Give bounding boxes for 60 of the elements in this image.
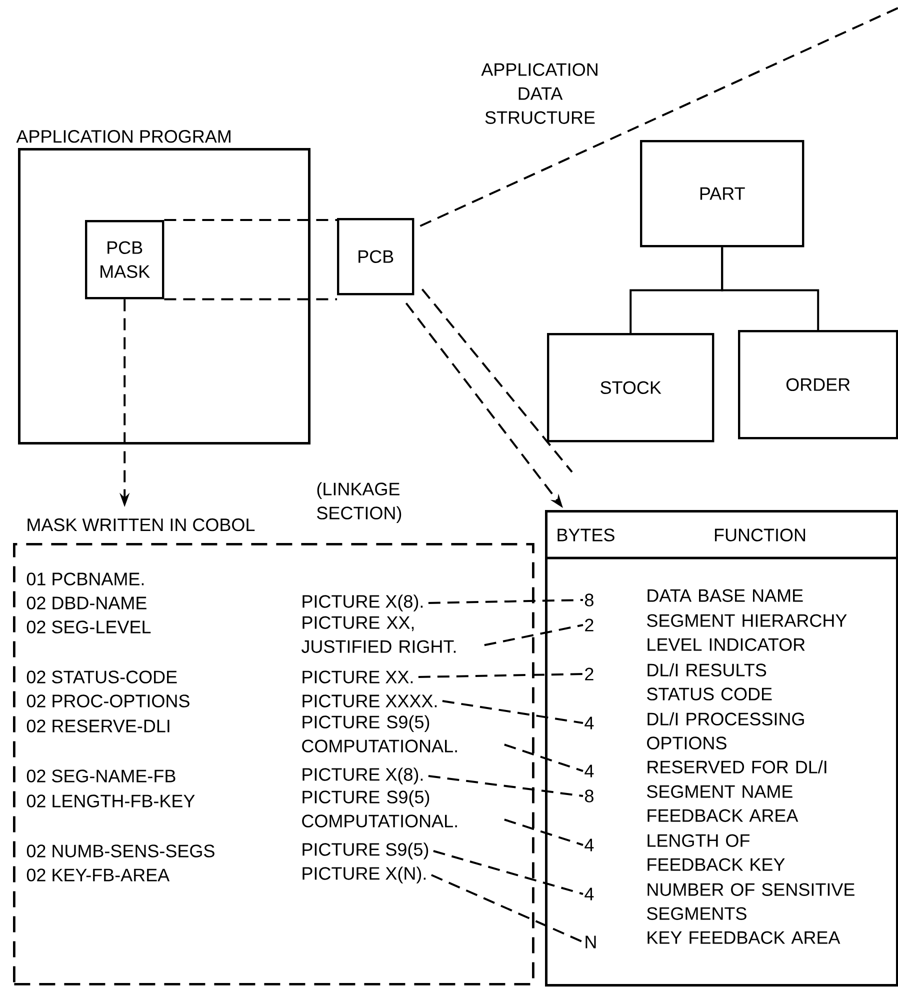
- dashed-connector: [428, 775, 584, 797]
- function-description: DATA BASE NAME: [648, 589, 803, 602]
- field-name: 02 LENGTH-FB-KEY: [26, 794, 195, 808]
- dashed-connector: [431, 874, 584, 943]
- function-description: KEY FEEDBACK AREA: [648, 931, 840, 944]
- node-label: MASK WRITTEN IN COBOL: [28, 518, 255, 532]
- segment-box: PART: [640, 140, 804, 248]
- picture-clause: PICTURE X(8).: [302, 768, 423, 784]
- byte-count: 4: [584, 716, 594, 730]
- dashed-connector: [164, 298, 337, 300]
- picture-clause: PICTURE X(N).: [302, 866, 426, 884]
- byte-count: 4: [584, 764, 594, 778]
- picture-clause: PICTURE XXXX.: [302, 694, 437, 708]
- dashed-connector: [504, 818, 584, 846]
- dashed-connector: [442, 700, 584, 724]
- node-label: APPLICATION PROGRAM: [16, 130, 230, 143]
- field-name: 02 SEG-LEVEL: [26, 620, 151, 634]
- segment-box: STOCK: [547, 333, 714, 442]
- picture-clause: PICTURE S9(5) COMPUTATIONAL.: [302, 715, 457, 752]
- byte-count: N: [586, 936, 596, 948]
- byte-count: 4: [584, 838, 594, 852]
- pcb-box: PCB: [337, 218, 414, 296]
- function-description: DL/I PROCESSING OPTIONS: [647, 712, 804, 750]
- node-label: (LINKAGE SECTION): [317, 482, 402, 523]
- byte-count: 2: [585, 668, 594, 680]
- field-name: 02 SEG-NAME-FB: [26, 770, 176, 782]
- picture-clause: PICTURE XX, JUSTIFIED RIGHT.: [301, 616, 456, 653]
- function-description: DL/I RESULTS STATUS CODE: [647, 663, 772, 700]
- field-name: 02 STATUS-CODE: [26, 670, 177, 684]
- dashed-connector: [433, 850, 584, 895]
- function-description: SEGMENT NAME FEEDBACK AREA: [647, 785, 798, 822]
- segment-box: ORDER: [738, 330, 898, 440]
- dashed-connector: [164, 219, 337, 221]
- dashed-connector: [484, 624, 584, 646]
- field-name: 02 DBD-NAME: [26, 596, 146, 610]
- mask-box: PCB MASK: [85, 220, 164, 300]
- field-name: 02 NUMB-SENS-SEGS: [26, 844, 214, 858]
- field-name: 02 PROC-OPTIONS: [26, 694, 190, 708]
- function-description: SEGMENT HIERARCHY LEVEL INDICATOR: [647, 614, 847, 651]
- function-description: LENGTH OF FEEDBACK KEY: [648, 834, 785, 871]
- data-structure-heading: APPLICATION DATA STRUCTURE: [481, 63, 598, 124]
- dashed-connector: [428, 599, 584, 604]
- picture-clause: PICTURE S9(5): [302, 842, 428, 860]
- dashed-connector: [504, 744, 584, 772]
- function-description: NUMBER OF SENSITIVE SEGMENTS: [647, 883, 854, 920]
- field-name: 02 KEY-FB-AREA: [26, 868, 170, 882]
- picture-clause: PICTURE S9(5) COMPUTATIONAL.: [302, 790, 457, 828]
- byte-count: 2: [585, 618, 594, 632]
- function-description: RESERVED FOR DL/I: [648, 760, 826, 774]
- picture-clause: PICTURE XX.: [302, 670, 413, 684]
- field-name: 01 PCBNAME.: [26, 572, 144, 586]
- byte-count: 8: [585, 594, 594, 606]
- dashed-connector: [418, 673, 584, 678]
- byte-count: 4: [584, 888, 594, 900]
- field-name: 02 RESERVE-DLI: [26, 720, 170, 732]
- dashed-connector: [420, 7, 898, 227]
- picture-clause: PICTURE X(8).: [302, 594, 423, 612]
- byte-count: 8: [585, 790, 594, 802]
- tree-line: [721, 247, 820, 330]
- dashed-connector: [421, 288, 573, 473]
